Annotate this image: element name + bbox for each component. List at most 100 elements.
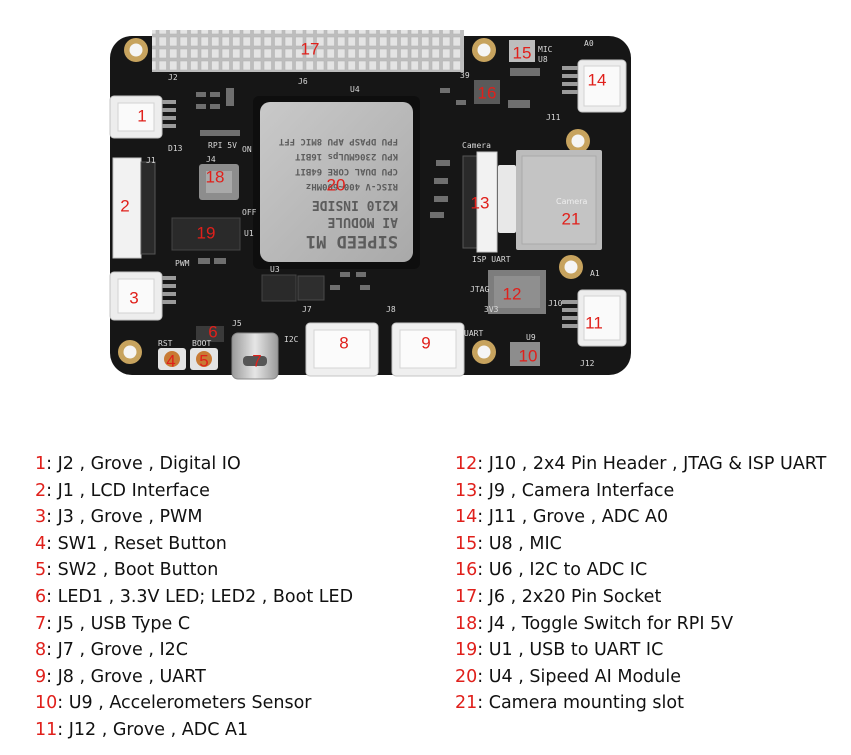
legend-text: : J3 , Grove , PWM (46, 507, 203, 528)
grove-j2 (109, 95, 163, 139)
marker-8: 8 (339, 333, 349, 353)
pin-rows-right (562, 66, 578, 328)
camera-module (516, 150, 602, 250)
silk-a1: A1 (590, 269, 600, 278)
silk-j12: J12 (580, 359, 595, 368)
legend-number: 20 (455, 666, 478, 687)
legend-item: 9: J8 , Grove , UART (35, 664, 353, 691)
marker-3: 3 (129, 288, 139, 308)
legend-item: 5: SW2 , Boot Button (35, 557, 353, 584)
usb-type-c (231, 332, 279, 380)
legend-number: 6 (35, 586, 47, 607)
legend-text: : J5 , USB Type C (46, 613, 191, 634)
legend-number: 13 (455, 480, 478, 501)
legend-item: 8: J7 , Grove , I2C (35, 637, 353, 664)
module-line1: SIPEED M1 (306, 231, 398, 251)
marker-5: 5 (199, 351, 209, 371)
board-diagram: J2 D13 J1 PWM RST BOOT RPI 5V ON OFF J4 … (109, 30, 631, 380)
led-area (196, 326, 224, 342)
marker-16: 16 (477, 83, 497, 103)
marker-14: 14 (587, 70, 607, 90)
legend-text: : J4 , Toggle Switch for RPI 5V (477, 613, 734, 634)
ic-u6 (474, 80, 500, 104)
legend-text: : J6 , 2x20 Pin Socket (477, 586, 662, 607)
legend-item: 21: Camera mounting slot (455, 690, 826, 717)
legend-text: : J10 , 2x4 Pin Header , JTAG & ISP UART (477, 454, 827, 474)
silk-u9: U9 (526, 333, 536, 342)
legend-item: 19: U1 , USB to UART IC (455, 637, 826, 664)
legend-item: 4: SW1 , Reset Button (35, 531, 353, 558)
silk-i2c: I2C (284, 335, 299, 344)
legend-number: 18 (455, 613, 478, 634)
silk-3v3: 3V3 (484, 305, 499, 314)
ic-l1 (297, 275, 325, 301)
silk-off: OFF (242, 208, 257, 217)
buttons (158, 348, 218, 370)
legend-number: 19 (455, 640, 478, 661)
marker-18: 18 (205, 167, 225, 187)
marker-9: 9 (421, 333, 431, 353)
silk-d13: D13 (168, 144, 183, 153)
legend-item: 18: J4 , Toggle Switch for RPI 5V (455, 611, 826, 638)
legend-number: 8 (35, 640, 47, 661)
legend-item: 7: J5 , USB Type C (35, 611, 353, 638)
legend-text: : SW2 , Boot Button (46, 560, 219, 581)
legend-item: 12: J10 , 2x4 Pin Header , JTAG & ISP UA… (455, 451, 826, 478)
legend-text: : J1 , LCD Interface (46, 480, 210, 501)
marker-21: 21 (561, 209, 581, 229)
marker-4: 4 (166, 351, 176, 371)
legend-text: : J9 , Camera Interface (477, 480, 675, 501)
silk-j11: J11 (546, 113, 561, 122)
legend-item: 2: J1 , LCD Interface (35, 478, 353, 505)
module-line5: CPU DUAL CORE 64BIT (294, 166, 398, 176)
grove-j12 (577, 289, 627, 347)
legend-text: : J7 , Grove , I2C (46, 640, 188, 661)
legend-item: 20: U4 , Sipeed AI Module (455, 664, 826, 691)
legend-text: : U6 , I2C to ADC IC (477, 560, 648, 581)
legend-item: 10: U9 , Accelerometers Sensor (35, 690, 353, 717)
ic-u8-mic (509, 40, 535, 62)
silk-rst: RST (158, 339, 173, 348)
pin-rows-left (162, 100, 176, 304)
silk-isp-uart: ISP UART (472, 255, 511, 264)
header-j10 (488, 270, 546, 314)
fpc-j9 (462, 151, 498, 253)
legend-item: 15: U8 , MIC (455, 531, 826, 558)
marker-1: 1 (137, 106, 147, 126)
module-line7: FPU DPASP APU 8MIC FFT (278, 136, 398, 146)
legend-number: 4 (35, 533, 47, 554)
marker-13: 13 (470, 193, 490, 213)
silk-j4: J4 (206, 155, 216, 164)
legend-item: 3: J3 , Grove , PWM (35, 504, 353, 531)
module-line2: AI MODULE (328, 214, 398, 229)
pin-socket-j6 (152, 30, 464, 72)
silk-pwm: PWM (175, 259, 190, 268)
mounting-holes (118, 38, 590, 364)
silk-camera: Camera (462, 141, 491, 150)
silk-uart: UART (464, 329, 483, 338)
toggle-switch-j4 (199, 164, 239, 200)
module-line6: KPU 230GMULps 16BIT (294, 151, 398, 161)
legend-number: 1 (35, 454, 47, 474)
silk-u8: U8 (538, 55, 548, 64)
legend-text: : LED1 , 3.3V LED; LED2 , Boot LED (46, 586, 354, 607)
grove-j11 (577, 59, 627, 113)
marker-2: 2 (120, 196, 130, 216)
legend-item: 14: J11 , Grove , ADC A0 (455, 504, 826, 531)
legend-text: : SW1 , Reset Button (46, 533, 227, 554)
legend-item: 6: LED1 , 3.3V LED; LED2 , Boot LED (35, 584, 353, 611)
legend-text: : J8 , Grove , UART (46, 666, 206, 687)
legend-text: : U9 , Accelerometers Sensor (57, 693, 312, 714)
marker-19: 19 (196, 223, 216, 243)
marker-10: 10 (518, 346, 538, 366)
marker-6: 6 (208, 322, 218, 342)
silk-rpi5v: RPI 5V (208, 141, 237, 150)
legend-number: 12 (455, 454, 478, 474)
legend-number: 21 (455, 693, 478, 714)
silk-u4: U4 (350, 85, 360, 94)
marker-7: 7 (252, 351, 262, 371)
camera-slot-strip (498, 165, 516, 233)
legend-number: 7 (35, 613, 47, 634)
module-line4: RISC-V 400~600MHz (306, 181, 398, 191)
ic-u1 (171, 217, 241, 251)
